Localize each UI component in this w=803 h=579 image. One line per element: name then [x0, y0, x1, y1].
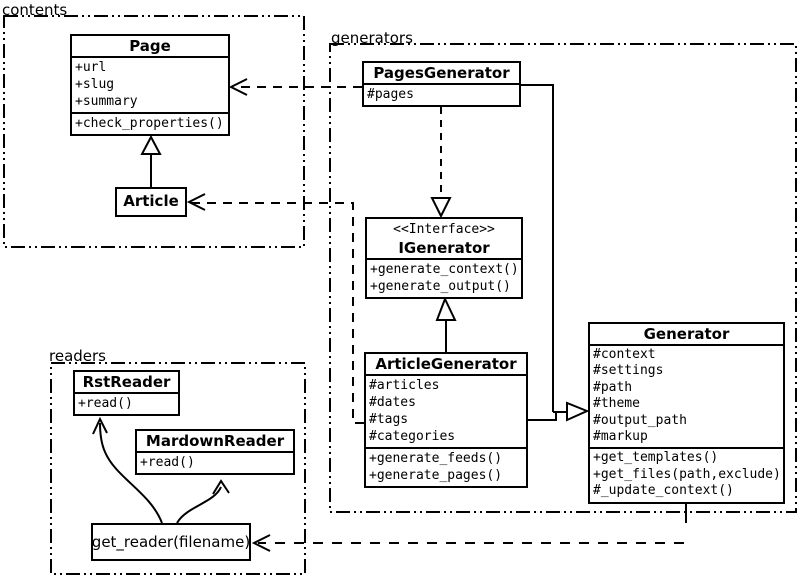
- inheritance-triangle-article-page: [140, 134, 162, 155]
- class-box-rstreader: RstReader +read(): [73, 370, 180, 416]
- inheritance-triangle-generator: [566, 401, 590, 422]
- class-box-mardownreader: MardownReader +read(): [135, 429, 295, 475]
- class-title-pagesgenerator: PagesGenerator: [373, 64, 510, 82]
- package-border-readers: [50, 362, 306, 575]
- class-title-rstreader: RstReader: [82, 373, 171, 391]
- class-box-igenerator: <<Interface>> IGenerator +generate_conte…: [365, 217, 523, 299]
- method-line: +generate_pages(): [369, 468, 503, 483]
- methods-articlegenerator: +generate_feeds() +generate_pages(): [366, 447, 526, 486]
- package-label-readers: readers: [49, 347, 106, 365]
- arrowhead-mardownreader: [212, 479, 230, 495]
- realization-triangle-pagesgenerator-igenerator: [430, 197, 452, 219]
- package-label-generators: generators: [331, 29, 413, 47]
- package-border-generators: [329, 43, 797, 513]
- arrowhead-rstreader: [92, 416, 108, 435]
- method-line: +generate_feeds(): [369, 451, 503, 466]
- attribute-line: #pages: [367, 87, 414, 102]
- attributes-page: +url +slug +summary: [72, 56, 228, 112]
- attribute-line: #dates: [369, 395, 416, 410]
- attribute-line: #tags: [369, 412, 409, 427]
- class-box-articlegenerator: ArticleGenerator #articles #dates #tags …: [364, 352, 528, 488]
- attributes-articlegenerator: #articles #dates #tags #categories: [366, 374, 526, 447]
- class-box-generator: Generator #context #settings #path #them…: [588, 322, 785, 504]
- method-line: #_update_context(): [593, 483, 734, 499]
- package-label-contents: contents: [2, 1, 68, 19]
- inheritance-line-articlegenerator-generator: [527, 411, 557, 421]
- methods-rstreader: +read(): [75, 392, 178, 414]
- class-title-article: Article: [123, 192, 179, 210]
- attributes-pagesgenerator: #pages: [364, 83, 519, 105]
- dependency-arrowhead-page: [228, 78, 248, 96]
- arrow-curve-getreader-mardownreader: [176, 486, 222, 524]
- methods-igenerator: +generate_context() +generate_output(): [367, 258, 521, 297]
- method-line: +read(): [140, 455, 195, 470]
- inheritance-triangle-articlegenerator-igenerator: [435, 296, 457, 321]
- attribute-line: #theme: [593, 396, 640, 412]
- package-border-contents: [3, 15, 305, 248]
- arrow-curve-getreader-rstreader: [99, 422, 163, 524]
- method-line: +generate_output(): [370, 279, 511, 294]
- methods-mardownreader: +read(): [137, 451, 293, 473]
- attribute-line: #categories: [369, 429, 456, 444]
- class-title-articlegenerator: ArticleGenerator: [375, 355, 517, 373]
- attribute-line: #settings: [593, 363, 664, 379]
- attribute-line: +slug: [75, 77, 115, 92]
- attribute-line: +summary: [75, 94, 138, 109]
- dependency-line-articlegenerator-article: [191, 202, 364, 424]
- function-box-getreader: get_reader(filename): [91, 523, 251, 561]
- class-box-page: Page +url +slug +summary +check_properti…: [70, 34, 230, 136]
- attribute-line: #output_path: [593, 412, 687, 428]
- class-title-generator: Generator: [643, 325, 730, 343]
- dependency-arrowhead-article: [186, 193, 206, 211]
- method-line: +get_templates(): [593, 450, 719, 466]
- methods-page: +check_properties(): [72, 112, 228, 134]
- attribute-line: #context: [593, 347, 656, 362]
- class-title-page: Page: [129, 37, 171, 55]
- attribute-line: #markup: [593, 429, 648, 445]
- class-box-article: Article: [115, 187, 187, 217]
- method-line: +read(): [78, 396, 133, 411]
- attribute-line: +url: [75, 60, 107, 75]
- header-igenerator: <<Interface>> IGenerator: [367, 219, 521, 258]
- method-line: +generate_context(): [370, 262, 519, 277]
- function-label-getreader: get_reader(filename): [91, 533, 251, 551]
- class-title-igenerator: IGenerator: [398, 239, 490, 257]
- attribute-line: #articles: [369, 378, 440, 393]
- dependency-arrowhead-getreader: [251, 534, 271, 552]
- attribute-line: #path: [593, 379, 633, 395]
- stereotype-igenerator: <<Interface>>: [393, 222, 495, 237]
- class-title-mardownreader: MardownReader: [145, 432, 285, 450]
- inheritance-line-pagesgenerator-generator: [520, 84, 554, 412]
- class-box-pagesgenerator: PagesGenerator #pages: [362, 61, 521, 107]
- method-line: +get_files(path,exclude): [593, 466, 781, 482]
- method-line: +check_properties(): [75, 116, 224, 131]
- attributes-generator: #context #settings #path #theme #output_…: [590, 344, 783, 447]
- methods-generator: +get_templates() +get_files(path,exclude…: [590, 447, 783, 501]
